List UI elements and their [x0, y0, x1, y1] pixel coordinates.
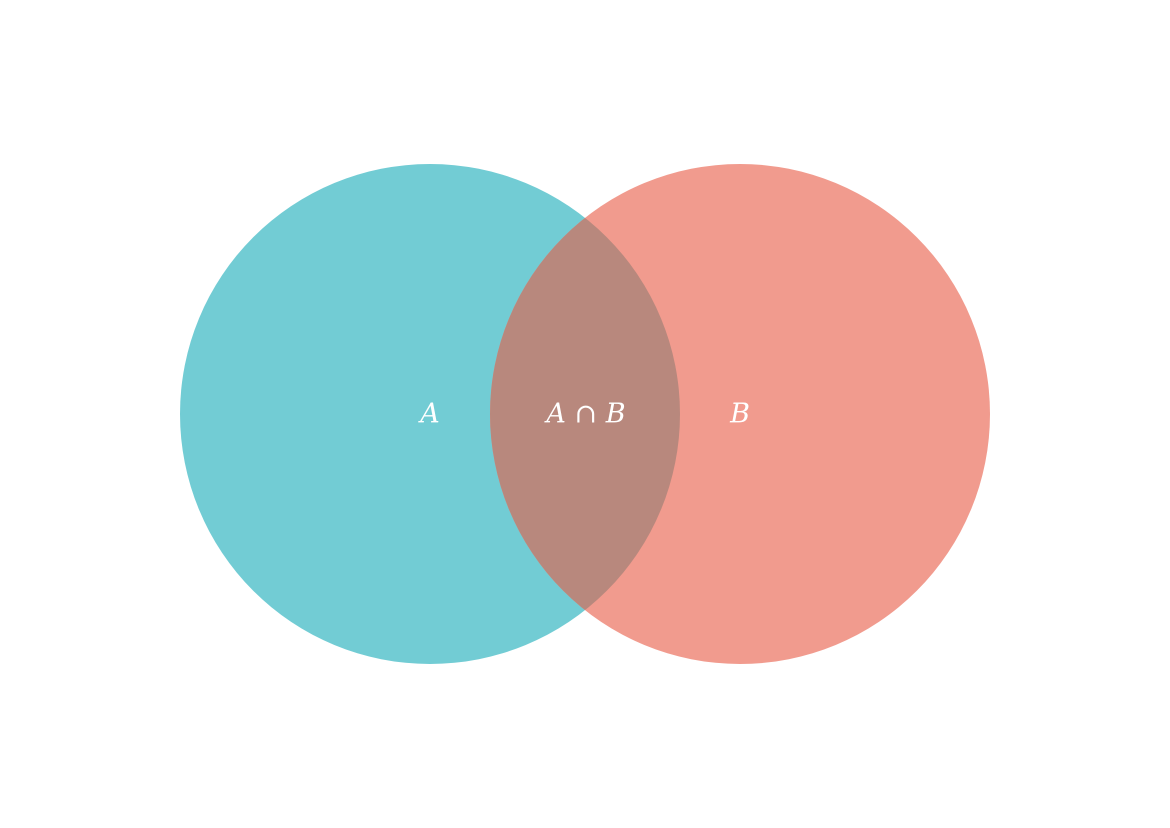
intersection-label: A ∩ B: [543, 399, 625, 430]
set-a-label: A: [417, 399, 440, 430]
set-b-label: B: [729, 399, 750, 430]
intersection-region: [490, 164, 680, 664]
